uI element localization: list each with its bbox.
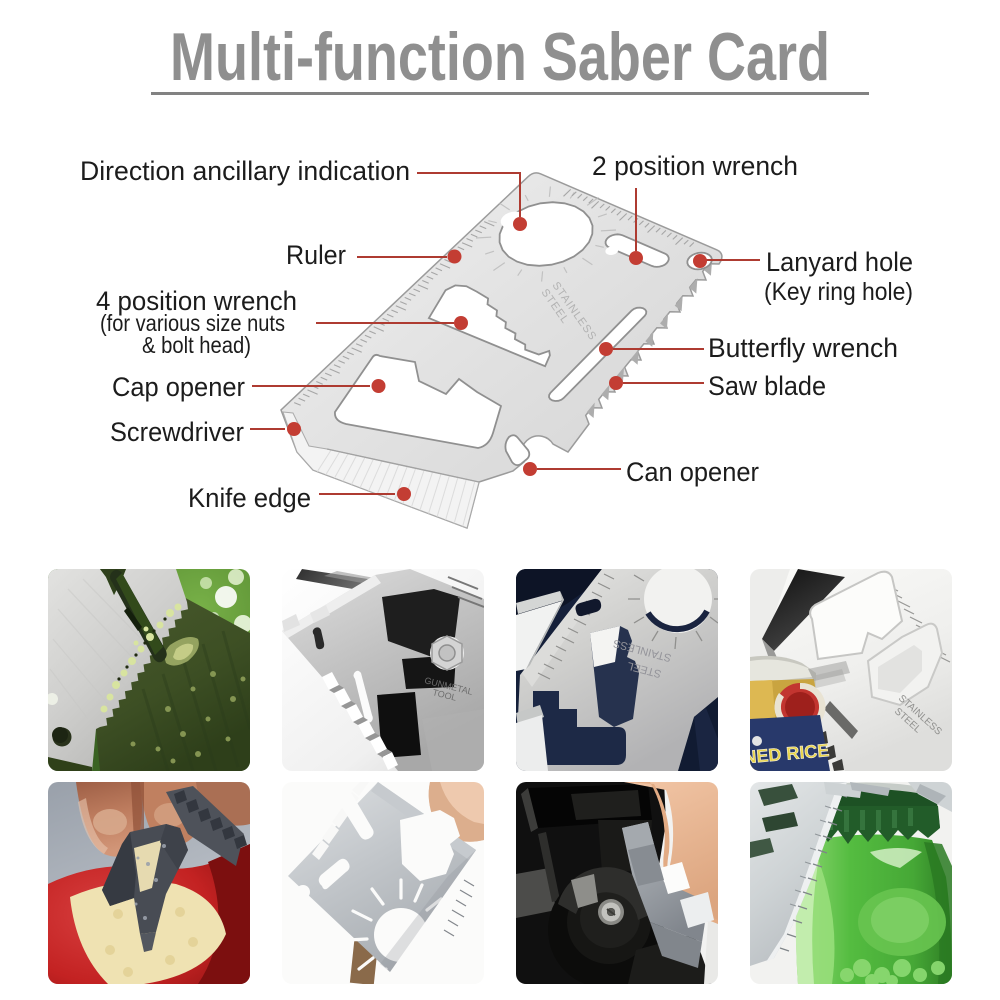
svg-text:Ruler: Ruler — [286, 240, 346, 270]
svg-text:Screwdriver: Screwdriver — [110, 417, 244, 447]
svg-text:Lanyard hole: Lanyard hole — [766, 247, 913, 277]
svg-text:2 position wrench: 2 position wrench — [592, 151, 798, 181]
svg-text:Saw blade: Saw blade — [708, 371, 826, 401]
svg-text:Knife edge: Knife edge — [188, 483, 311, 513]
svg-text:Multi-function Saber Card: Multi-function Saber Card — [170, 19, 830, 95]
svg-text:4 position wrench: 4 position wrench — [96, 286, 297, 316]
svg-text:(Key ring hole): (Key ring hole) — [764, 278, 913, 306]
svg-text:Butterfly wrench: Butterfly wrench — [708, 333, 898, 363]
svg-text:Cap opener: Cap opener — [112, 372, 245, 402]
svg-text:Direction ancillary indication: Direction ancillary indication — [80, 156, 410, 186]
svg-text:(for various size nuts: (for various size nuts — [100, 310, 285, 336]
svg-text:& bolt head): & bolt head) — [142, 332, 251, 358]
svg-text:Can opener: Can opener — [626, 457, 759, 487]
